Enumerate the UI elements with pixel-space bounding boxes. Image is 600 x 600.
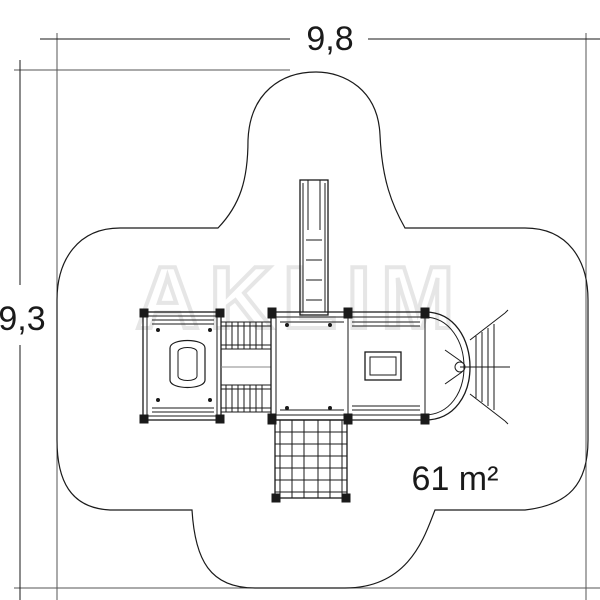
- width-label: 9,8: [306, 20, 353, 58]
- height-label: 9,3: [0, 300, 46, 338]
- slide: [299, 179, 329, 316]
- ship-bow: [469, 309, 509, 425]
- area-label: 61 m²: [412, 460, 499, 498]
- play-equipment: [139, 179, 510, 503]
- watermark-text: AKLIM: [136, 248, 465, 347]
- safety-area-outline: [56, 71, 589, 589]
- bridge-lower: [220, 384, 272, 413]
- climbing-net: [271, 419, 351, 503]
- ship-deck: [267, 307, 510, 425]
